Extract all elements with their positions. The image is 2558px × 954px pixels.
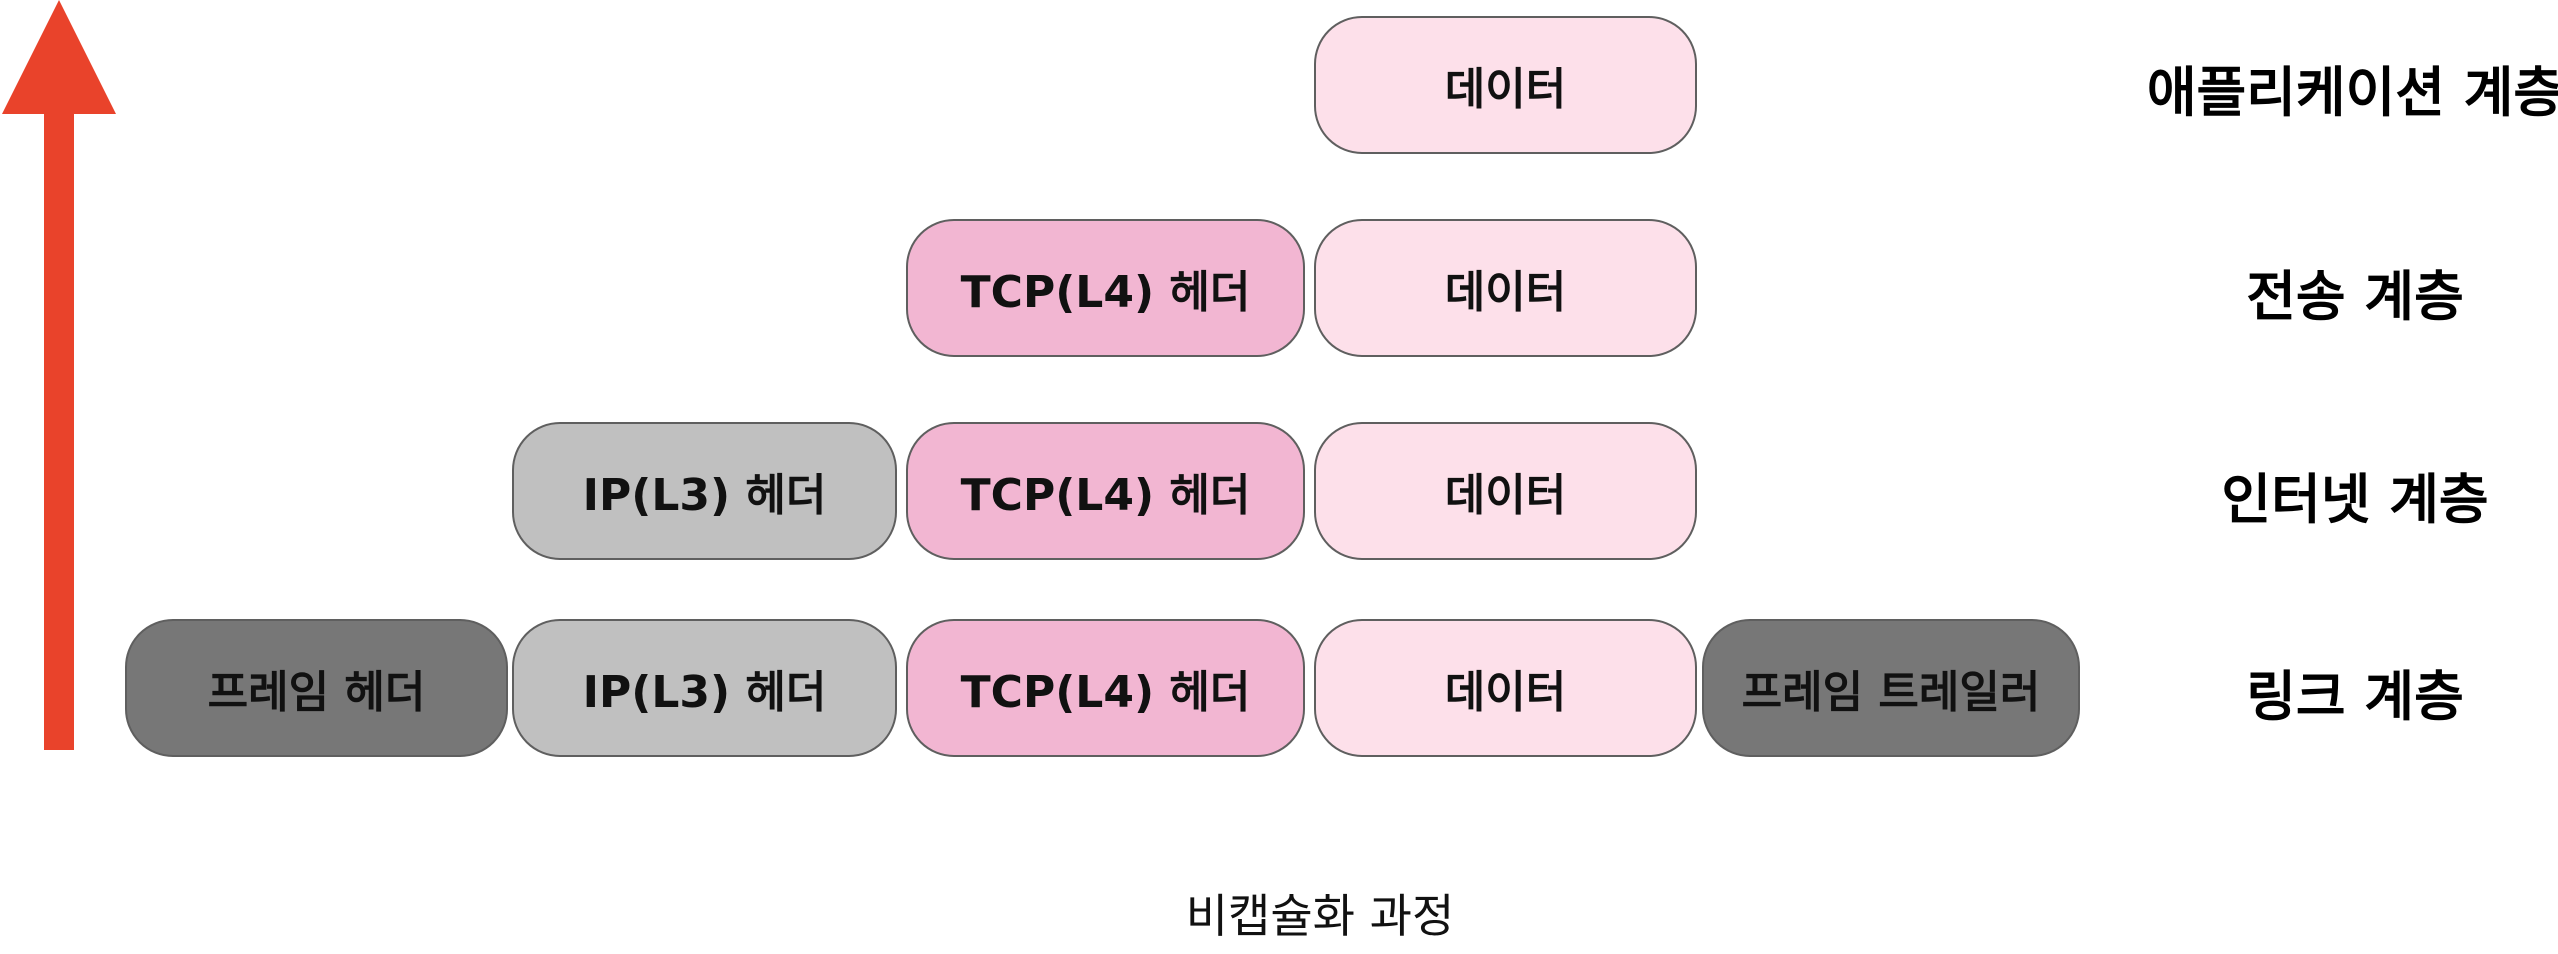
link-frame-header-box: 프레임 헤더 — [125, 619, 508, 757]
diagram-caption: 비캡슐화 과정 — [1185, 889, 1455, 943]
link-tcp-header-box: TCP(L4) 헤더 — [906, 619, 1305, 757]
layer-label-transport: 전송 계층 — [2246, 265, 2464, 328]
transport-tcp-header-box: TCP(L4) 헤더 — [906, 219, 1305, 357]
layer-label-internet: 인터넷 계층 — [2221, 468, 2489, 531]
layer-label-application: 애플리케이션 계층 — [2146, 61, 2558, 124]
upward-arrow-icon — [2, 0, 116, 750]
app-data-box: 데이터 — [1314, 16, 1697, 154]
layer-label-link: 링크 계층 — [2246, 665, 2464, 728]
internet-tcp-header-box: TCP(L4) 헤더 — [906, 422, 1305, 560]
internet-data-box: 데이터 — [1314, 422, 1697, 560]
link-frame-trailer-box: 프레임 트레일러 — [1702, 619, 2080, 757]
internet-ip-header-box: IP(L3) 헤더 — [512, 422, 897, 560]
arrow-head — [2, 0, 116, 114]
arrow-shaft — [44, 110, 74, 750]
link-data-box: 데이터 — [1314, 619, 1697, 757]
link-ip-header-box: IP(L3) 헤더 — [512, 619, 897, 757]
transport-data-box: 데이터 — [1314, 219, 1697, 357]
